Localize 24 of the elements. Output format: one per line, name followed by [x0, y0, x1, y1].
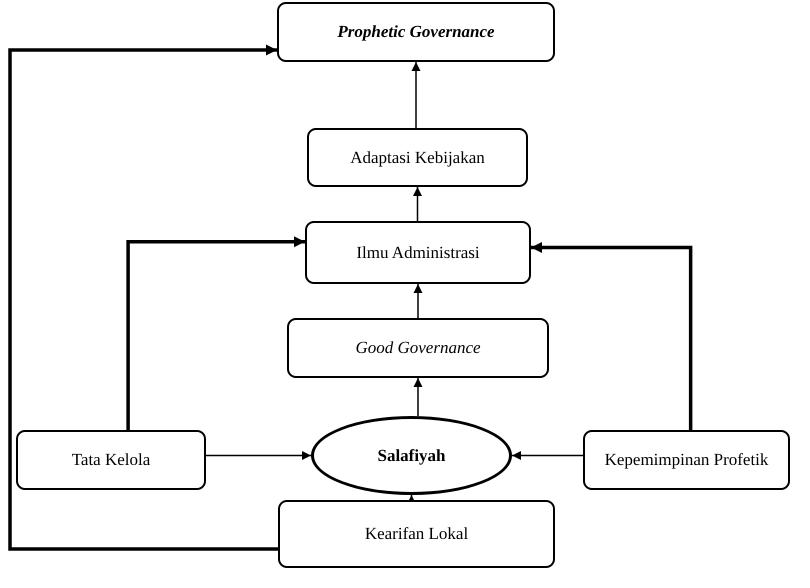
node-label: Prophetic Governance: [337, 22, 495, 42]
arrow: [126, 236, 305, 430]
arrow: [531, 242, 692, 430]
node-label: Kearifan Lokal: [364, 524, 468, 544]
title-box: [277, 2, 555, 62]
process-box: [278, 500, 555, 568]
process-box: [287, 318, 549, 378]
node-label: Tata Kelola: [72, 450, 150, 470]
process-box: [307, 128, 528, 187]
node-label: Adaptasi Kebijakan: [350, 148, 485, 168]
arrow: [512, 451, 583, 460]
arrow: [206, 451, 311, 460]
arrow: [413, 187, 422, 221]
arrow: [412, 62, 420, 128]
process-box: [583, 430, 790, 490]
node-label: Ilmu Administrasi: [356, 242, 480, 262]
node-label: Good Governance: [355, 338, 481, 358]
node-label: Salafiyah: [377, 446, 446, 466]
arrow: [8, 44, 278, 551]
arrow: [414, 284, 422, 318]
process-box: [305, 221, 531, 284]
node-label: Kepemimpinan Profetik: [604, 450, 768, 470]
arrow: [414, 378, 422, 416]
process-box: [16, 430, 206, 490]
